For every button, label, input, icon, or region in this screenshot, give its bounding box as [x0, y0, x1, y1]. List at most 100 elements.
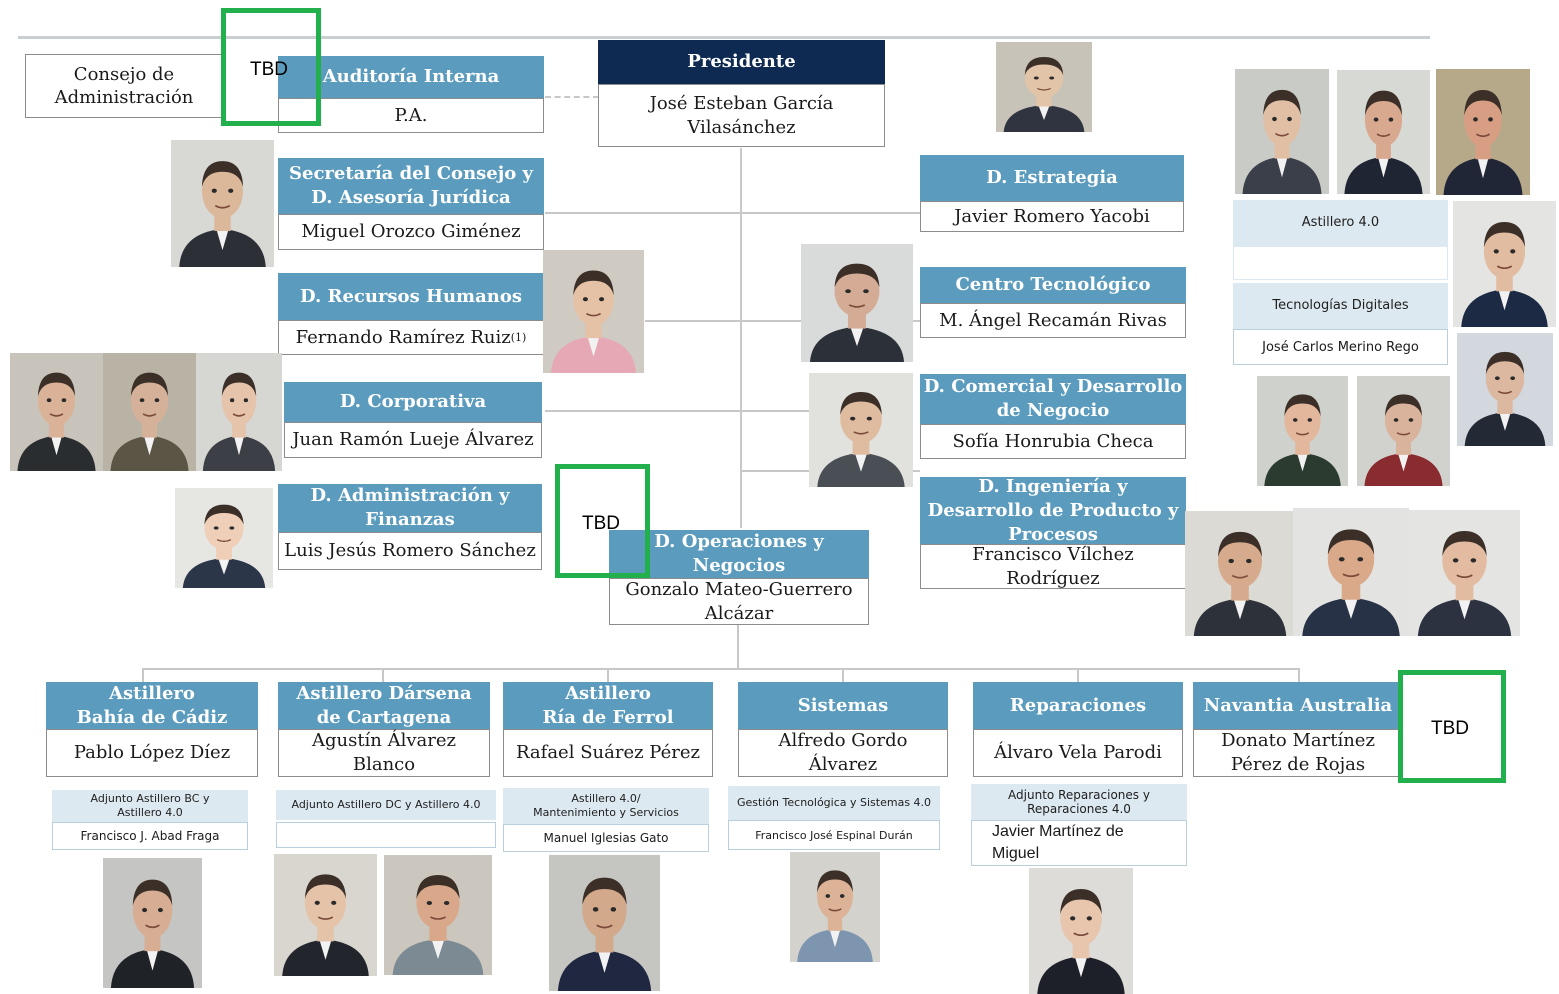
person-silhouette-icon [797, 870, 873, 962]
connector-row-1 [545, 212, 920, 214]
person-silhouette-icon [1417, 531, 1512, 636]
person-photo [1257, 376, 1348, 486]
person-silhouette-icon [1443, 90, 1523, 195]
person-photo [1185, 511, 1295, 636]
person-silhouette-icon [282, 874, 369, 976]
person-photo [1409, 510, 1520, 636]
side-panel-subtitle: Tecnologías Digitales [1233, 283, 1448, 329]
tbd-label-2: TBD [582, 513, 620, 534]
person-silhouette-icon [1264, 394, 1341, 486]
bu-title-systems: Sistemas [738, 682, 948, 729]
top-rule [18, 36, 1430, 39]
person-photo [996, 42, 1092, 132]
person-silhouette-icon [1364, 394, 1443, 486]
bu-title-ferrol: Astillero Ría de Ferrol [503, 682, 713, 729]
bu-title-repairs: Reparaciones [973, 682, 1183, 729]
person-silhouette-icon [202, 372, 276, 471]
president-title: Presidente [598, 40, 885, 84]
person-silhouette-icon [182, 504, 266, 588]
unit-title-commercial: D. Comercial y Desarrollo de Negocio [920, 374, 1186, 424]
bu-sub-name-systems: Francisco José Espinal Durán [728, 820, 940, 850]
person-photo [809, 373, 913, 487]
person-photo [1457, 333, 1553, 446]
connector-bu-3 [607, 668, 609, 682]
bu-name-systems: Alfredo Gordo Álvarez [738, 729, 948, 777]
person-silhouette-icon [1003, 57, 1085, 132]
bu-sub-name-cartagena [276, 822, 496, 848]
connector-row-3 [545, 410, 810, 412]
unit-name-engineering: Francisco Vílchez Rodríguez [920, 544, 1186, 589]
connector-bu-1 [142, 668, 144, 682]
person-silhouette-icon [809, 263, 905, 362]
bu-name-australia: Donato Martínez Pérez de Rojas [1193, 729, 1403, 777]
person-silhouette-icon [557, 877, 652, 991]
hr-note: (1) [510, 330, 527, 344]
person-silhouette-icon [179, 161, 266, 267]
bu-sub-title-cartagena: Adjunto Astillero DC y Astillero 4.0 [276, 790, 496, 820]
unit-name-corporate: Juan Ramón Lueje Álvarez [284, 422, 542, 458]
person-photo [549, 855, 660, 991]
tbd-marker-2: TBD [555, 464, 650, 578]
unit-title-strategy: D. Estrategia [920, 155, 1184, 201]
connector-bu-4 [842, 668, 844, 682]
connector-bu-5 [1077, 668, 1079, 682]
bu-title-cadiz: Astillero Bahía de Cádiz [46, 682, 258, 729]
unit-name-tech-center: M. Ángel Recamán Rivas [920, 303, 1186, 338]
connector-bu-2 [382, 668, 384, 682]
person-silhouette-icon [1344, 90, 1423, 194]
person-photo [10, 353, 103, 471]
person-photo [543, 250, 644, 373]
person-silhouette-icon [1464, 351, 1546, 446]
person-photo [1337, 70, 1430, 194]
person-photo [103, 858, 202, 988]
connector-bu-6 [1298, 668, 1300, 682]
unit-title-legal: Secretaría del Consejo y D. Asesoría Jur… [278, 158, 544, 214]
person-photo [1453, 201, 1556, 327]
bu-sub-title-repairs: Adjunto Reparaciones y Reparaciones 4.0 [971, 784, 1187, 820]
person-photo [1293, 508, 1409, 636]
person-photo [1029, 868, 1133, 994]
unit-title-engineering: D. Ingeniería y Desarrollo de Producto y… [920, 476, 1186, 545]
connector-audit [545, 96, 599, 98]
unit-title-corporate: D. Corporativa [284, 382, 542, 422]
president-name: José Esteban García Vilasánchez [598, 84, 885, 147]
unit-name-audit: P.A. [278, 98, 544, 133]
connector-ops-down [737, 625, 739, 670]
connector-row-2 [645, 320, 920, 322]
person-silhouette-icon [1037, 889, 1125, 994]
person-photo [1436, 69, 1530, 195]
connector-bu-bar [142, 668, 1300, 670]
bu-title-australia: Navantia Australia [1193, 682, 1403, 729]
person-photo [1235, 69, 1329, 194]
tbd-marker-1: TBD [221, 8, 321, 126]
person-photo [196, 353, 282, 471]
person-photo [790, 852, 880, 962]
unit-name-hr: Fernando Ramírez Ruiz(1) [278, 320, 544, 355]
side-panel-title: Astillero 4.0 [1233, 200, 1448, 246]
bu-sub-name-cadiz: Francisco J. Abad Fraga [52, 822, 248, 850]
bu-sub-name-ferrol: Manuel Iglesias Gato [503, 824, 709, 852]
connector-trunk [740, 148, 742, 528]
person-silhouette-icon [1461, 222, 1548, 327]
bu-name-cadiz: Pablo López Díez [46, 729, 258, 777]
bu-name-ferrol: Rafael Suárez Pérez [503, 729, 713, 777]
unit-name-commercial: Sofía Honrubia Checa [920, 424, 1186, 459]
tbd-label-3: TBD [1431, 718, 1469, 739]
bu-sub-title-systems: Gestión Tecnológica y Sistemas 4.0 [728, 786, 940, 820]
person-photo [274, 854, 377, 976]
person-photo [1357, 376, 1450, 486]
unit-title-finance: D. Administración y Finanzas [278, 484, 542, 532]
person-photo [801, 244, 913, 362]
person-silhouette-icon [110, 372, 189, 471]
bu-sub-name-repairs: Javier Martínez de Miguel [971, 820, 1187, 866]
person-silhouette-icon [551, 270, 636, 373]
board-box: Consejo de Administración [25, 54, 223, 118]
person-silhouette-icon [1193, 531, 1287, 636]
unit-title-audit: Auditoría Interna [278, 56, 544, 98]
operations-title: D. Operaciones y Negocios [609, 530, 869, 578]
person-silhouette-icon [1242, 89, 1322, 194]
person-photo [384, 855, 492, 975]
person-silhouette-icon [817, 392, 905, 487]
bu-sub-title-cadiz: Adjunto Astillero BC y Astillero 4.0 [52, 790, 248, 822]
person-silhouette-icon [1302, 529, 1400, 636]
